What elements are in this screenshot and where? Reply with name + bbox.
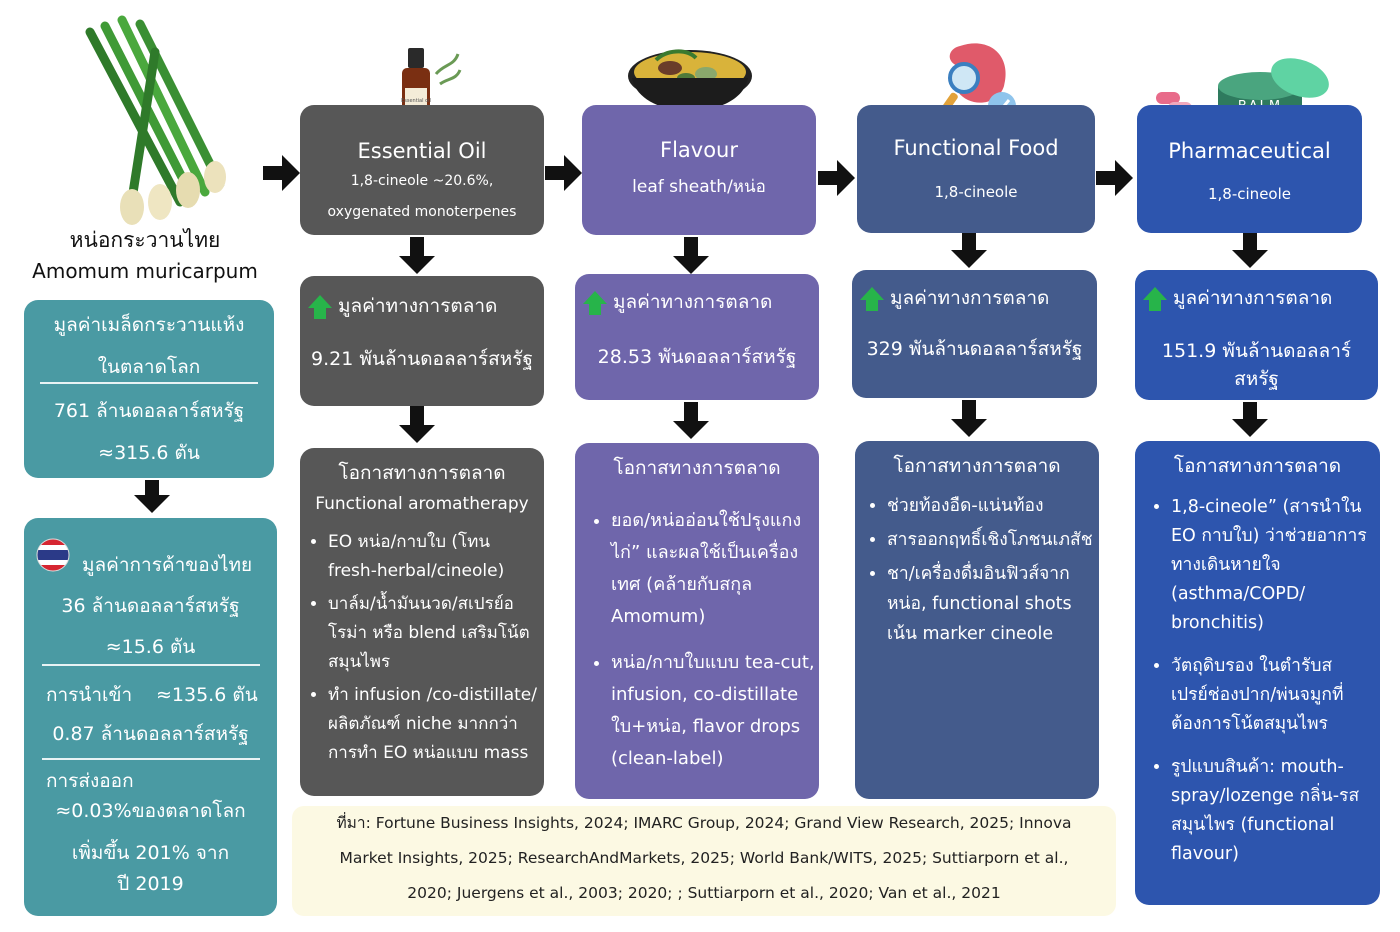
pharmaceutical-sub1: 1,8-cineole	[1208, 185, 1291, 203]
opportunity-title: โอกาสทางการตลาด	[1173, 455, 1342, 477]
functional-food-title: Functional Food	[893, 136, 1059, 160]
thai-trade-divider-2	[42, 758, 260, 760]
pharmaceutical-market-value: 151.9 พันล้านดอลลาร์	[1161, 340, 1352, 362]
opportunity-list: ยอด/หน่ออ่อนใช้ปรุงแกงไก่” และผลใช้เป็นเ…	[583, 505, 815, 779]
opportunity-title: โอกาสทางการตลาด	[893, 455, 1061, 477]
pharmaceutical-title: Pharmaceutical	[1168, 139, 1331, 163]
growth-line2: ปี 2019	[117, 873, 184, 895]
plant-stalks	[85, 15, 226, 225]
opportunity-item: 1,8-cineole” (สารนำใน EO กาบใบ) ว่าช่วยอ…	[1171, 493, 1367, 638]
opportunity-item: หน่อ/กาบใบแบบ tea-cut, infusion, co-dist…	[611, 647, 815, 775]
essential-oil-sub2: oxygenated monoterpenes	[327, 204, 517, 220]
lemongrass-shoots-illustration	[85, 15, 226, 225]
opportunity-list: 1,8-cineole” (สารนำใน EO กาบใบ) ว่าช่วยอ…	[1143, 493, 1367, 873]
essential-oil-title: Essential Oil	[357, 139, 487, 163]
global-market-title-line1: มูลค่าเมล็ดกระวานแห้ง	[53, 314, 245, 336]
functional-food-header-box: Functional Food 1,8-cineole	[857, 105, 1095, 233]
source-citation: ที่มา: Fortune Business Insights, 2024; …	[292, 806, 1116, 916]
thai-trade-value: 36 ล้านดอลลาร์สหรัฐ	[61, 595, 240, 617]
plant-name-thai: หน่อกระวานไทย	[69, 228, 221, 252]
opportunity-subtitle: Functional aromatherapy	[315, 494, 529, 514]
source-line3: 2020; Juergens et al., 2003; 2020; ; Sut…	[407, 884, 1001, 902]
opportunity-title: โอกาสทางการตลาด	[613, 457, 781, 479]
opportunity-item: EO หน่อ/กาบใบ (โทน fresh-herbal/cineole)	[328, 528, 542, 586]
opportunity-item: ช่วยท้องอืด-แน่นท้อง	[887, 491, 1099, 521]
thai-trade-box: มูลค่าการค้าของไทย 36 ล้านดอลลาร์สหรัฐ ≈…	[24, 518, 277, 916]
functional-food-opportunity-box: โอกาสทางการตลาด ช่วยท้องอืด-แน่นท้อง สาร…	[855, 441, 1099, 799]
source-line2: Market Insights, 2025; ResearchAndMarket…	[339, 849, 1069, 867]
market-label: มูลค่าทางการตลาด	[613, 291, 773, 313]
flavour-opportunity-box: โอกาสทางการตลาด ยอด/หน่ออ่อนใช้ปรุงแกงไก…	[575, 443, 819, 799]
flavour-market-value: 28.53 พันดอลลาร์สหรัฐ	[597, 346, 797, 368]
functional-food-market-box: มูลค่าทางการตลาด 329 พันล้านดอลลาร์สหรัฐ	[852, 270, 1097, 398]
oil-bottle-label: Essential oil	[401, 98, 431, 104]
global-market-tonnes: ≈315.6 ตัน	[98, 442, 200, 464]
import-value: 0.87 ล้านดอลลาร์สหรัฐ	[52, 723, 249, 745]
pharmaceutical-opportunity-box: โอกาสทางการตลาด 1,8-cineole” (สารนำใน EO…	[1135, 441, 1380, 905]
thai-trade-tonnes: ≈15.6 ตัน	[105, 636, 196, 658]
global-market-value: 761 ล้านดอลลาร์สหรัฐ	[53, 400, 245, 422]
thai-trade-divider-1	[42, 664, 260, 666]
pharmaceutical-header-box: Pharmaceutical 1,8-cineole	[1137, 105, 1362, 233]
thailand-flag-icon	[36, 538, 70, 572]
export-share: ≈0.03%ของตลาดโลก	[55, 800, 246, 822]
thai-trade-title: มูลค่าการค้าของไทย	[82, 554, 253, 576]
pharmaceutical-market-box: มูลค่าทางการตลาด 151.9 พันล้านดอลลาร์ สห…	[1135, 270, 1378, 400]
flavour-header-box: Flavour leaf sheath/หน่อ	[582, 105, 816, 235]
functional-food-market-value: 329 พันล้านดอลลาร์สหรัฐ	[866, 338, 1083, 360]
opportunity-item: สารออกฤทธิ์เชิงโภชนเภสัช	[887, 525, 1099, 555]
opportunity-item: บาล์ม/น้ำมันนวด/สเปรย์อโรม่า หรือ blend …	[328, 590, 542, 677]
plant-name-latin: Amomum muricarpum	[32, 259, 258, 283]
export-label: การส่งออก	[46, 770, 134, 792]
market-label: มูลค่าทางการตลาด	[890, 287, 1050, 309]
essential-oil-market-value: 9.21 พันล้านดอลลาร์สหรัฐ	[311, 348, 533, 370]
up-arrow-icon	[1143, 286, 1167, 313]
up-arrow-icon	[308, 294, 332, 321]
market-label: มูลค่าทางการตลาด	[1173, 287, 1333, 309]
essential-oil-header-box: Essential Oil 1,8-cineole ~20.6%, oxygen…	[300, 105, 544, 235]
functional-food-sub1: 1,8-cineole	[934, 183, 1018, 201]
up-arrow-icon	[860, 286, 884, 313]
opportunity-item: รูปแบบสินค้า: mouth-spray/lozenge กลิ่น-…	[1171, 753, 1367, 869]
global-market-title-line2: ในตลาดโลก	[97, 356, 201, 378]
opportunity-title: โอกาสทางการตลาด	[338, 462, 506, 484]
opportunity-list: EO หน่อ/กาบใบ (โทน fresh-herbal/cineole)…	[300, 528, 542, 772]
essential-oil-opportunity-box: โอกาสทางการตลาด Functional aromatherapy …	[300, 448, 544, 796]
opportunity-item: ชา/เครื่องดื่มอินฟิวส์จากหน่อ, functiona…	[887, 559, 1099, 649]
pharmaceutical-market-value-line2: สหรัฐ	[1234, 368, 1279, 390]
opportunity-list: ช่วยท้องอืด-แน่นท้อง สารออกฤทธิ์เชิงโภชน…	[859, 491, 1099, 653]
up-arrow-icon	[583, 290, 607, 317]
import-label: การนำเข้า	[46, 684, 133, 706]
opportunity-item: วัตถุดิบรอง ในตำรับสเปรย์ช่องปาก/พ่นจมูก…	[1171, 652, 1367, 739]
essential-oil-market-box: มูลค่าทางการตลาด 9.21 พันล้านดอลลาร์สหรั…	[300, 276, 544, 406]
import-tonnes: ≈135.6 ตัน	[156, 684, 258, 706]
opportunity-item: ยอด/หน่ออ่อนใช้ปรุงแกงไก่” และผลใช้เป็นเ…	[611, 505, 815, 633]
growth-line1: เพิ่มขึ้น 201% จาก	[71, 842, 230, 864]
flavour-market-box: มูลค่าทางการตลาด 28.53 พันดอลลาร์สหรัฐ	[575, 274, 819, 400]
global-market-divider	[40, 382, 258, 384]
global-market-box: มูลค่าเมล็ดกระวานแห้ง ในตลาดโลก 761 ล้าน…	[24, 300, 274, 478]
market-label: มูลค่าทางการตลาด	[338, 295, 498, 317]
flavour-sub1: leaf sheath/หน่อ	[632, 177, 766, 197]
flavour-title: Flavour	[659, 138, 738, 162]
source-line1: ที่มา: Fortune Business Insights, 2024; …	[336, 814, 1072, 832]
curry-bowl-icon	[628, 49, 752, 111]
opportunity-item: ทำ infusion /co-distillate/ผลิตภัณฑ์ nic…	[328, 681, 542, 768]
essential-oil-sub1: 1,8-cineole ~20.6%,	[350, 173, 494, 189]
